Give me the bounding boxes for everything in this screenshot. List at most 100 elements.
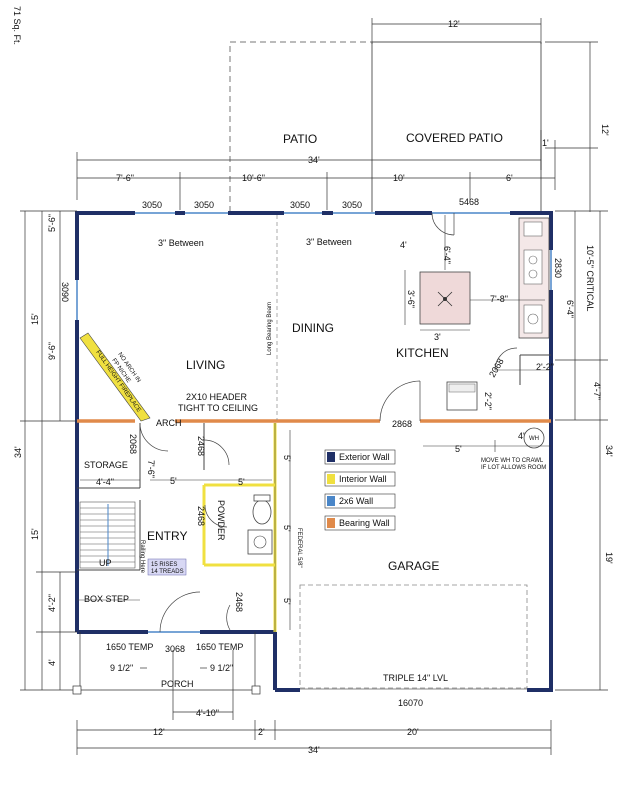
door-2468-a: 2468 bbox=[196, 436, 206, 456]
dim-right-1: 1' bbox=[542, 138, 549, 148]
railing-note: Railing Here bbox=[139, 540, 145, 574]
patio-label: PATIO bbox=[283, 132, 317, 146]
window-1650-a: 1650 TEMP bbox=[106, 642, 153, 652]
rises-note-2: 14 TREADS bbox=[151, 569, 184, 575]
left-dim-5-6: 5'-6" bbox=[47, 214, 57, 232]
kitchen-dim-2-2b: 2'-2" bbox=[483, 392, 493, 410]
bottom-dim-2: 2' bbox=[258, 727, 265, 737]
legend-item-box bbox=[324, 493, 396, 509]
garage-door-outline bbox=[299, 584, 528, 689]
kitchen-dim-6-4: 6'-4" bbox=[442, 246, 452, 264]
door-2468-b: 2468 bbox=[196, 506, 206, 526]
federal-note: FEDERAL 5/8" bbox=[296, 528, 302, 568]
toilet bbox=[252, 494, 272, 525]
kitchen-counter bbox=[518, 217, 550, 339]
move-wh-note-1: MOVE WH TO CRAWL bbox=[481, 458, 544, 464]
bottom-dim-20: 20' bbox=[407, 727, 419, 737]
exterior-walls bbox=[75, 211, 553, 692]
garage-door-16070: 16070 bbox=[398, 698, 423, 708]
dim-4-10: 4'-10" bbox=[196, 708, 219, 718]
window-3090: 3090 bbox=[60, 282, 70, 302]
legend-swatch bbox=[327, 452, 335, 462]
dim-9-half-b: 9 1/2" bbox=[210, 663, 233, 673]
right-dim-34: 34' bbox=[604, 445, 614, 457]
bottom-dim-lines bbox=[76, 632, 552, 755]
kitchen-dim-4: 4' bbox=[400, 240, 407, 250]
window-3050-a: 3050 bbox=[142, 200, 162, 210]
bottom-dim-12: 12' bbox=[153, 727, 165, 737]
legend-label: 2x6 Wall bbox=[339, 496, 373, 506]
left-dim-15-top: 15' bbox=[30, 313, 40, 325]
rises-note-1: 15 RISES bbox=[151, 562, 177, 568]
box-step-label: BOX STEP bbox=[84, 594, 129, 604]
bottom-dim-34: 34' bbox=[308, 745, 320, 755]
window-3050-b: 3050 bbox=[194, 200, 214, 210]
kitchen-dim-2068: 2068 bbox=[487, 357, 506, 379]
right-critical-note: 10'-5" CRITICAL bbox=[585, 245, 595, 311]
living-label: LIVING bbox=[186, 358, 225, 372]
legend-item-box bbox=[324, 471, 396, 487]
dim-9-half-a: 9 1/2" bbox=[110, 663, 133, 673]
dim-2868: 2868 bbox=[392, 419, 412, 429]
legend-item-box bbox=[324, 515, 396, 531]
full-height-note: FULL HEIGHT FIREPLACE bbox=[94, 350, 141, 414]
water-heater-label: WH bbox=[529, 436, 539, 442]
stairs-up-label: UP bbox=[99, 558, 112, 568]
right-dim-19: 19' bbox=[604, 552, 614, 564]
dim-right-12: 12' bbox=[600, 124, 610, 136]
window-3050-c: 3050 bbox=[290, 200, 310, 210]
dim-4-mid: 4' bbox=[518, 431, 525, 441]
kitchen-dim-3-6: 3'-6" bbox=[406, 290, 416, 308]
dim-5-mid: 5' bbox=[455, 444, 462, 454]
garage-label: GARAGE bbox=[388, 559, 439, 573]
kitchen-dim-6-4b: 6'-4" bbox=[565, 300, 575, 318]
water-heater bbox=[523, 427, 545, 449]
dim-10-6: 10'-6" bbox=[242, 173, 265, 183]
fireplace bbox=[79, 332, 151, 422]
kitchen-dim-3: 3' bbox=[434, 332, 441, 342]
three-between-note-1: 3" Between bbox=[158, 238, 204, 248]
window-3050-d: 3050 bbox=[342, 200, 362, 210]
storage-door-2068: 2068 bbox=[128, 434, 138, 454]
porch-label: PORCH bbox=[161, 679, 194, 689]
storage-dim-7-6: 7'-6" bbox=[146, 460, 156, 478]
legend-swatch bbox=[327, 474, 335, 484]
kitchen-island bbox=[419, 271, 471, 325]
interior-walls bbox=[77, 354, 551, 632]
doors bbox=[139, 212, 518, 633]
garage-dim-lines bbox=[289, 430, 551, 630]
legend-label: Interior Wall bbox=[339, 474, 387, 484]
entry-label: ENTRY bbox=[147, 529, 187, 543]
legend-swatch bbox=[327, 518, 335, 528]
dining-label: DINING bbox=[292, 321, 334, 335]
legend-label: Bearing Wall bbox=[339, 518, 390, 528]
kitchen-dim-2830: 2830 bbox=[553, 258, 563, 278]
sink bbox=[247, 529, 273, 555]
stairs bbox=[79, 501, 136, 569]
left-dim-9-6: 9'-6" bbox=[47, 342, 57, 360]
header-note: 2X10 HEADER bbox=[186, 392, 248, 402]
left-dim-lines bbox=[20, 210, 80, 691]
dim-top-12: 12' bbox=[448, 19, 460, 29]
triple-lvl-note: TRIPLE 14" LVL bbox=[383, 673, 448, 683]
storage-label: STORAGE bbox=[84, 460, 128, 470]
move-wh-note-2: IF LOT ALLOWS ROOM bbox=[481, 465, 546, 471]
left-dim-34: 34' bbox=[13, 446, 23, 458]
dim-total-34-top: 34' bbox=[308, 155, 320, 165]
left-dim-4-2: 4'-2" bbox=[47, 594, 57, 612]
three-between-note-2: 3" Between bbox=[306, 237, 352, 247]
entry-dim-5-b: 5' bbox=[238, 477, 245, 487]
garage-dim-5-b: 5' bbox=[282, 525, 292, 532]
kitchen-dim-7-8: 7'-8" bbox=[490, 294, 508, 304]
header-note-2: TIGHT TO CEILING bbox=[178, 403, 258, 413]
rises-note-box bbox=[147, 558, 187, 576]
kitchen-label: KITCHEN bbox=[396, 346, 449, 360]
legend-swatch bbox=[327, 496, 335, 506]
legend-item-box bbox=[324, 449, 396, 465]
garage-dim-5-c: 5' bbox=[282, 598, 292, 605]
window-1650-b: 1650 TEMP bbox=[196, 642, 243, 652]
patio-dimensions bbox=[76, 18, 598, 212]
dim-6: 6' bbox=[506, 173, 513, 183]
